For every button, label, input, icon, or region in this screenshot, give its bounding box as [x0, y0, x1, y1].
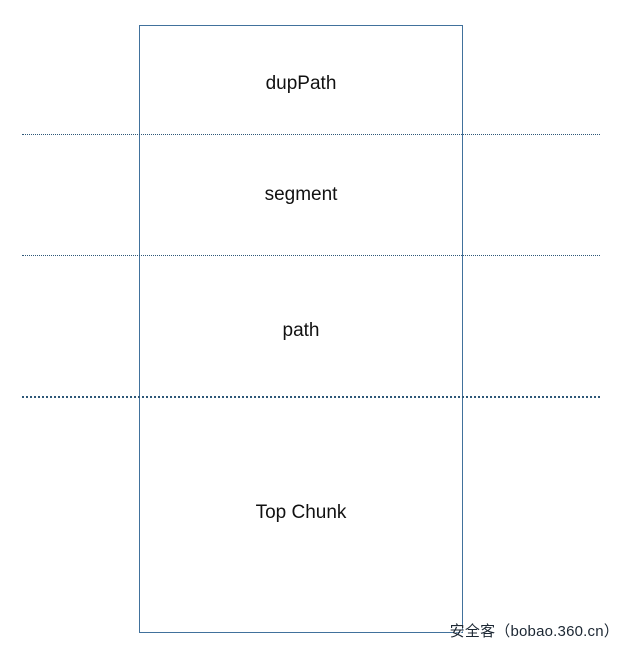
section-label-segment: segment — [264, 184, 338, 205]
section-label-top-chunk: Top Chunk — [255, 502, 347, 523]
section-label-path: path — [282, 320, 320, 341]
section-divider-2 — [22, 255, 600, 256]
memory-box — [139, 25, 463, 633]
section-divider-1 — [22, 134, 600, 135]
section-divider-3 — [22, 396, 600, 398]
section-label-duppath: dupPath — [265, 73, 337, 94]
watermark-text: 安全客（bobao.360.cn） — [449, 623, 619, 640]
